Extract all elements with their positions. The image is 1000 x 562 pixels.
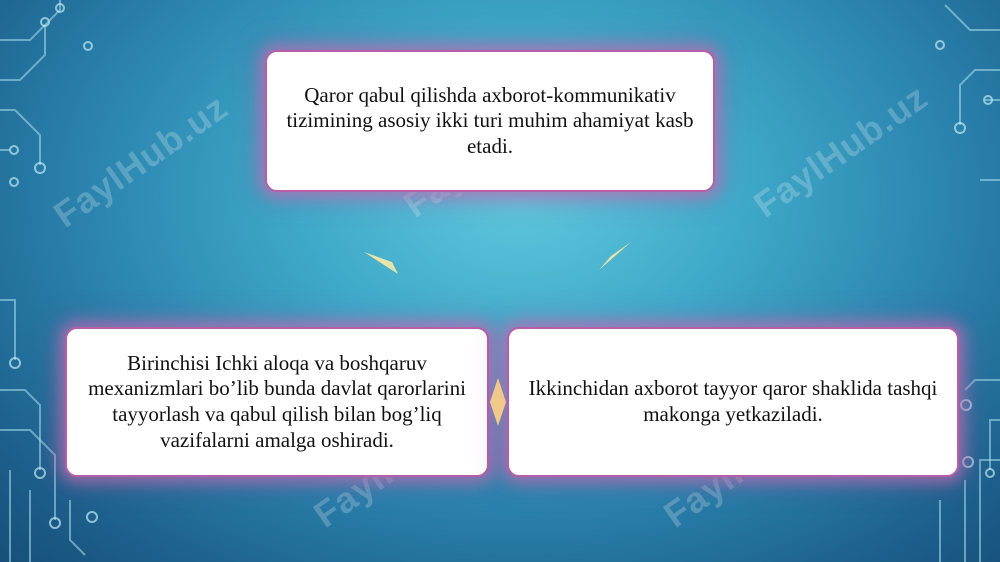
top-box-text: Qaror qabul qilishda axborot-kommunikati… xyxy=(286,82,694,158)
arrow-right-icon xyxy=(599,242,631,270)
left-text-box: Birinchisi Ichki aloqa va boshqaruv mexa… xyxy=(65,327,489,477)
right-text-box: Ikkinchidan axborot tayyor qaror shaklid… xyxy=(507,327,959,477)
top-text-box: Qaror qabul qilishda axborot-kommunikati… xyxy=(265,50,715,192)
arrow-left-icon xyxy=(364,252,398,274)
right-box-text: Ikkinchidan axborot tayyor qaror shaklid… xyxy=(528,376,938,426)
left-box-text: Birinchisi Ichki aloqa va boshqaruv mexa… xyxy=(88,350,466,452)
connector-diamond-icon xyxy=(490,378,506,426)
